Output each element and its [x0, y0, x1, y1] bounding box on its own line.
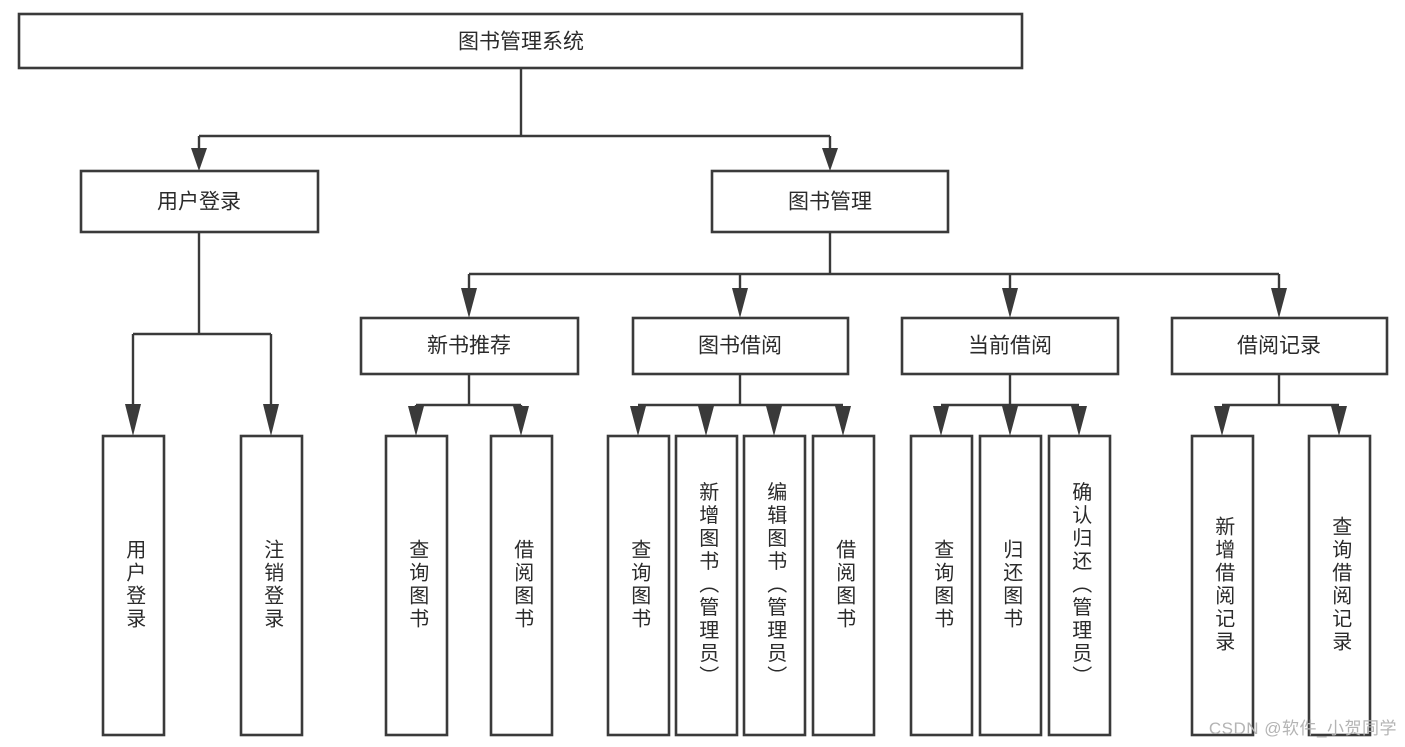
leaf-borrow-record-1-box[interactable]: [1190, 434, 1255, 737]
leaf-new-book-2[interactable]: 借阅图书: [489, 434, 554, 737]
node-current-borrow-box[interactable]: [900, 316, 1120, 376]
leaf-borrow-record-2-box[interactable]: [1307, 434, 1372, 737]
leaf-book-borrow-1-box[interactable]: [606, 434, 671, 737]
leaf-book-borrow-2[interactable]: 新增图书（管理员）: [674, 434, 739, 737]
node-new-book-recommend[interactable]: 新书推荐: [359, 316, 580, 376]
leaf-user-login-2-label: 注销登录: [261, 539, 284, 631]
leaf-user-login-2-box[interactable]: [239, 434, 304, 737]
leaf-current-borrow-2-box[interactable]: [978, 434, 1043, 737]
arrow-head-borrow-record-leaf-2: [1331, 406, 1347, 436]
arrow-head-new-book-leaf-1: [408, 406, 424, 436]
arrow-head-user-login-leaf-2: [263, 404, 279, 436]
leaf-current-borrow-3-box[interactable]: [1047, 434, 1112, 737]
node-borrow-record[interactable]: 借阅记录: [1170, 316, 1389, 376]
csdn-watermark: CSDN @软件_小贺同学: [1208, 719, 1397, 738]
leaf-current-borrow-1-label: 查询图书: [931, 539, 954, 631]
leaf-borrow-record-2[interactable]: 查询借阅记录: [1307, 434, 1372, 737]
arrow-head-current-borrow-leaf-1: [933, 406, 949, 436]
leaf-book-borrow-2-label: 新增图书（管理员）: [696, 481, 719, 688]
leaf-book-borrow-4[interactable]: 借阅图书: [811, 434, 876, 737]
leaf-current-borrow-1-box[interactable]: [909, 434, 974, 737]
node-root-box[interactable]: [17, 12, 1024, 70]
node-user-login[interactable]: 用户登录: [79, 169, 320, 234]
arrow-head-current-borrow-leaf-3: [1071, 406, 1087, 436]
leaf-user-login-2[interactable]: 注销登录: [239, 434, 304, 737]
arrow-head-book-mgmt: [822, 148, 838, 171]
arrow-head-user-login-leaf-1: [125, 404, 141, 436]
node-root-label: 图书管理系统: [458, 31, 584, 54]
leaf-user-login-1[interactable]: 用户登录: [101, 434, 166, 737]
arrow-head-book-borrow: [732, 288, 748, 318]
arrow-head-borrow-record: [1271, 288, 1287, 318]
node-user-login-label: 用户登录: [157, 191, 241, 214]
leaf-book-borrow-3-box[interactable]: [742, 434, 807, 737]
node-new-book-recommend-label: 新书推荐: [427, 335, 511, 358]
arrow-head-book-borrow-leaf-3: [766, 406, 782, 436]
leaf-user-login-1-box[interactable]: [101, 434, 166, 737]
arrow-head-new-book: [461, 288, 477, 318]
leaf-book-borrow-1-label: 查询图书: [628, 539, 651, 631]
leaf-user-login-1-label: 用户登录: [123, 539, 146, 631]
arrow-head-book-borrow-leaf-4: [835, 406, 851, 436]
node-book-borrow-label: 图书借阅: [698, 335, 782, 358]
leaf-borrow-record-2-label: 查询借阅记录: [1329, 516, 1352, 654]
node-book-management[interactable]: 图书管理: [710, 169, 950, 234]
leaf-new-book-1-box[interactable]: [384, 434, 449, 737]
node-root[interactable]: 图书管理系统: [17, 12, 1024, 70]
node-book-management-box[interactable]: [710, 169, 950, 234]
leaf-new-book-1[interactable]: 查询图书: [384, 434, 449, 737]
arrow-head-new-book-leaf-2: [513, 406, 529, 436]
leaf-new-book-2-box[interactable]: [489, 434, 554, 737]
node-book-management-label: 图书管理: [788, 191, 872, 214]
leaf-new-book-2-label: 借阅图书: [511, 539, 534, 631]
arrow-head-borrow-record-leaf-1: [1214, 406, 1230, 436]
leaf-book-borrow-4-box[interactable]: [811, 434, 876, 737]
leaf-book-borrow-3-label: 编辑图书（管理员）: [764, 481, 787, 688]
node-book-borrow[interactable]: 图书借阅: [631, 316, 850, 376]
leaf-book-borrow-3[interactable]: 编辑图书（管理员）: [742, 434, 807, 737]
node-current-borrow-label: 当前借阅: [968, 335, 1052, 358]
node-book-borrow-box[interactable]: [631, 316, 850, 376]
node-current-borrow[interactable]: 当前借阅: [900, 316, 1120, 376]
leaf-borrow-record-1-label: 新增借阅记录: [1212, 516, 1235, 654]
leaf-book-borrow-1[interactable]: 查询图书: [606, 434, 671, 737]
arrow-head-book-borrow-leaf-1: [630, 406, 646, 436]
leaf-borrow-record-1[interactable]: 新增借阅记录: [1190, 434, 1255, 737]
leaf-current-borrow-3-label: 确认归还（管理员）: [1069, 481, 1092, 688]
node-borrow-record-label: 借阅记录: [1237, 335, 1321, 358]
arrow-head-user-login: [191, 148, 207, 171]
leaf-book-borrow-2-box[interactable]: [674, 434, 739, 737]
arrow-head-current-borrow-leaf-2: [1002, 406, 1018, 436]
leaf-current-borrow-3[interactable]: 确认归还（管理员）: [1047, 434, 1112, 737]
arrow-head-current-borrow: [1002, 288, 1018, 318]
leaf-current-borrow-2-label: 归还图书: [1000, 539, 1023, 631]
node-borrow-record-box[interactable]: [1170, 316, 1389, 376]
node-new-book-recommend-box[interactable]: [359, 316, 580, 376]
leaf-current-borrow-1[interactable]: 查询图书: [909, 434, 974, 737]
arrow-head-book-borrow-leaf-2: [698, 406, 714, 436]
node-user-login-box[interactable]: [79, 169, 320, 234]
connector-layer: [125, 68, 1347, 436]
leaf-new-book-1-label: 查询图书: [406, 539, 429, 631]
leaf-current-borrow-2[interactable]: 归还图书: [978, 434, 1043, 737]
leaf-book-borrow-4-label: 借阅图书: [833, 539, 856, 631]
